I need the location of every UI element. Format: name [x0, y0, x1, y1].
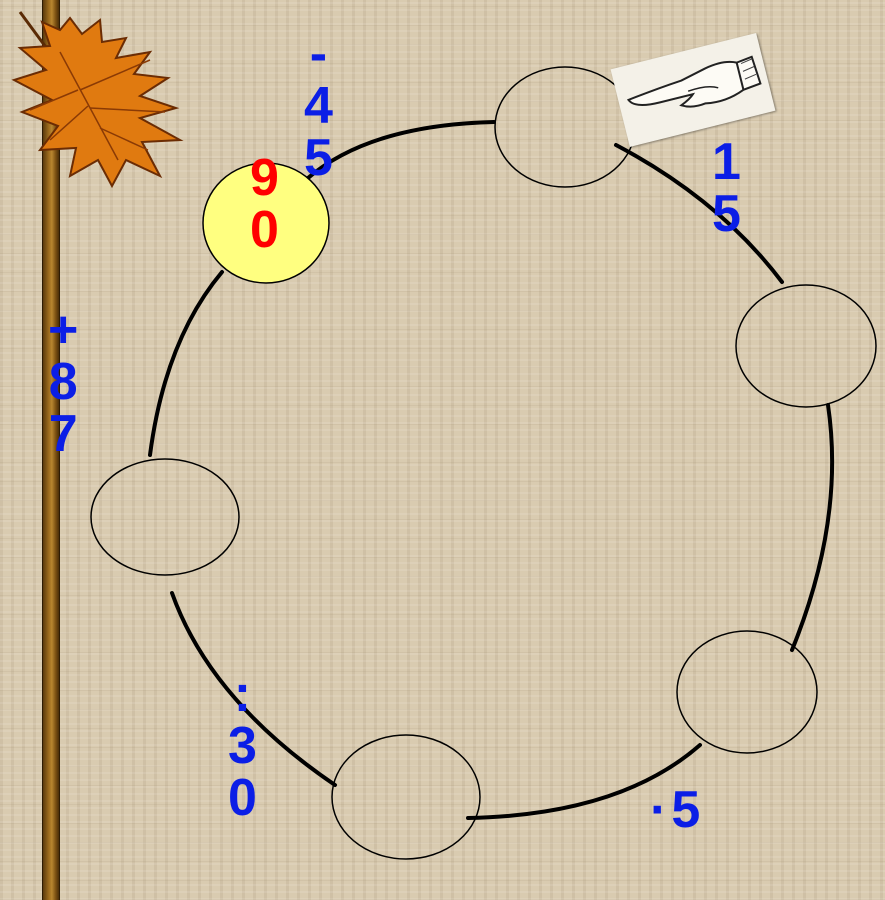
op-sign: +: [48, 301, 79, 359]
maple-leaf-icon: [11, 11, 184, 189]
op-digit: 8: [48, 353, 78, 411]
op-sign: -: [309, 25, 328, 83]
connector-6: [148, 270, 224, 457]
node-5[interactable]: [90, 458, 240, 576]
operation-divide-30: : 3 0: [228, 668, 257, 824]
start-digit-2: 0: [250, 201, 279, 259]
op-digit: 5: [304, 129, 333, 187]
op-digit: 0: [228, 769, 257, 827]
operation-times-5: ·5: [650, 784, 700, 836]
start-node: [202, 162, 330, 284]
op-digit: 1: [712, 133, 741, 191]
op-number: 5: [671, 781, 701, 839]
operation-minus-45: - 4 5: [304, 28, 333, 184]
start-value: 9 0: [250, 152, 279, 256]
op-sign: ·: [650, 781, 668, 839]
node-3[interactable]: [676, 630, 818, 754]
op-digit: 4: [304, 77, 333, 135]
start-digit-1: 9: [250, 149, 279, 207]
op-digit: 7: [48, 405, 78, 463]
connector-5: [170, 591, 337, 787]
connector-3: [790, 403, 835, 652]
connector-4: [466, 743, 702, 820]
connector-2: [614, 143, 784, 284]
vertical-wood-bar: [42, 0, 60, 900]
node-2[interactable]: [735, 284, 877, 408]
pointing-hand-icon: [610, 33, 776, 147]
node-4[interactable]: [331, 734, 481, 860]
op-digit: 3: [228, 717, 257, 775]
op-sign: :: [233, 665, 252, 723]
operation-plus-87: + 8 7: [48, 304, 78, 460]
op-digit: 5: [712, 185, 741, 243]
operation-15: 1 5: [712, 136, 741, 240]
connector-1: [306, 120, 496, 180]
